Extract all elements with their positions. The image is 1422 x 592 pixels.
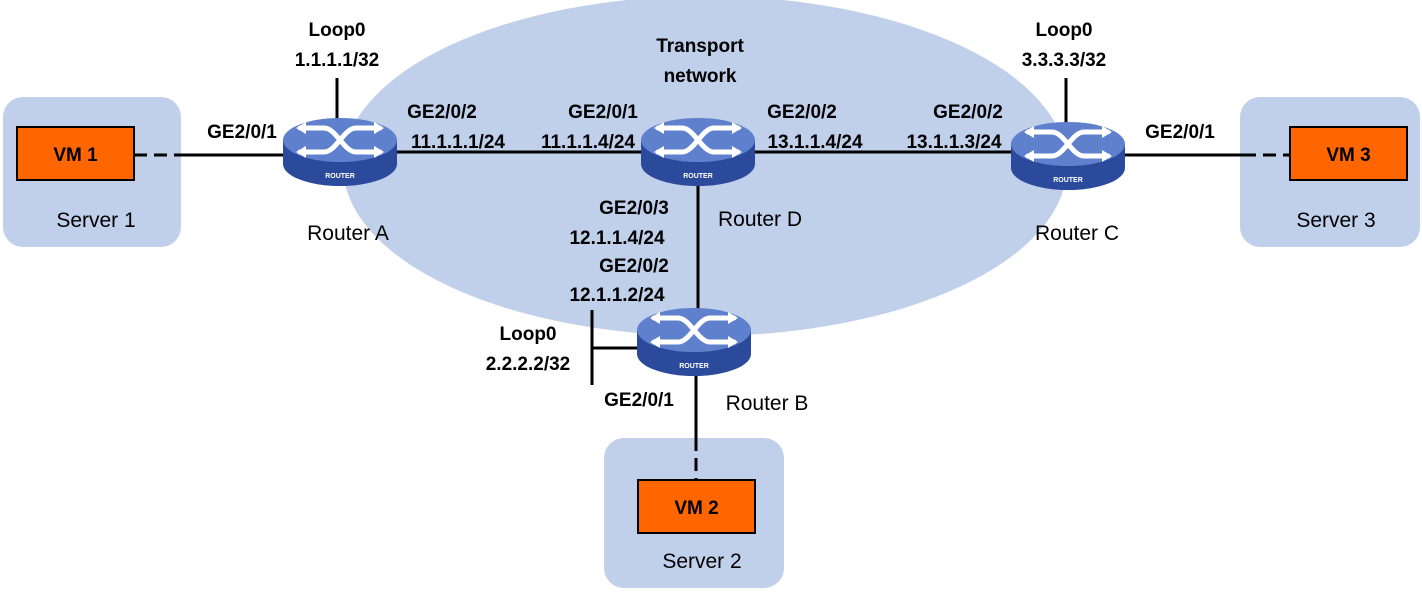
router-c-name: Router C <box>1035 222 1119 245</box>
d-to-a-port: GE2/0/1 <box>568 102 638 123</box>
a-to-d-ip: 11.1.1.1/24 <box>411 132 505 153</box>
vm-3: VM 3 <box>1289 126 1408 181</box>
router-c: ROUTER <box>1011 122 1125 190</box>
vm-1: VM 1 <box>16 126 135 181</box>
loop-b-ip: 2.2.2.2/32 <box>486 354 571 375</box>
vm-3-label: VM 3 <box>1326 145 1370 166</box>
vm-2: VM 2 <box>637 479 756 534</box>
vm-2-label: VM 2 <box>674 498 718 519</box>
router-d-name: Router D <box>718 208 802 231</box>
server-2-name: Server 2 <box>662 550 741 573</box>
a-to-d-port: GE2/0/2 <box>407 102 477 123</box>
loop-a-name: Loop0 <box>309 20 366 41</box>
router-d: ROUTER <box>641 118 755 186</box>
router-a: ROUTER <box>283 118 397 186</box>
server-3-name: Server 3 <box>1296 209 1375 232</box>
d-to-c-ip: 13.1.1.4/24 <box>767 132 863 153</box>
router-b: ROUTER <box>637 308 751 376</box>
d-to-b-ip: 12.1.1.4/24 <box>569 228 665 249</box>
transport-label-line2: network <box>664 66 737 87</box>
d-to-c-port: GE2/0/2 <box>767 102 837 123</box>
c-to-d-port: GE2/0/2 <box>933 102 1003 123</box>
vm-1-label: VM 1 <box>53 145 98 166</box>
b-to-d-port: GE2/0/2 <box>599 256 669 277</box>
b-to-d-ip: 12.1.1.2/24 <box>569 285 665 306</box>
d-to-a-ip: 11.1.1.4/24 <box>541 132 635 153</box>
router-c-badge: ROUTER <box>1053 177 1083 184</box>
d-to-b-port: GE2/0/3 <box>599 198 669 219</box>
router-b-name: Router B <box>726 392 809 415</box>
router-d-badge: ROUTER <box>683 173 713 180</box>
loop-c-ip: 3.3.3.3/32 <box>1022 50 1107 71</box>
router-b-badge: ROUTER <box>679 363 709 370</box>
c-server-port: GE2/0/1 <box>1145 122 1215 143</box>
server-1-name: Server 1 <box>56 209 135 232</box>
a-server-port: GE2/0/1 <box>207 122 277 143</box>
b-server-port: GE2/0/1 <box>604 390 674 411</box>
loop-c-name: Loop0 <box>1036 20 1093 41</box>
router-a-name: Router A <box>307 222 389 245</box>
router-a-badge: ROUTER <box>325 173 355 180</box>
c-to-d-ip: 13.1.1.3/24 <box>906 132 1002 153</box>
transport-label-line1: Transport <box>656 36 744 57</box>
loop-b-name: Loop0 <box>500 324 557 345</box>
loop-a-ip: 1.1.1.1/32 <box>295 50 380 71</box>
